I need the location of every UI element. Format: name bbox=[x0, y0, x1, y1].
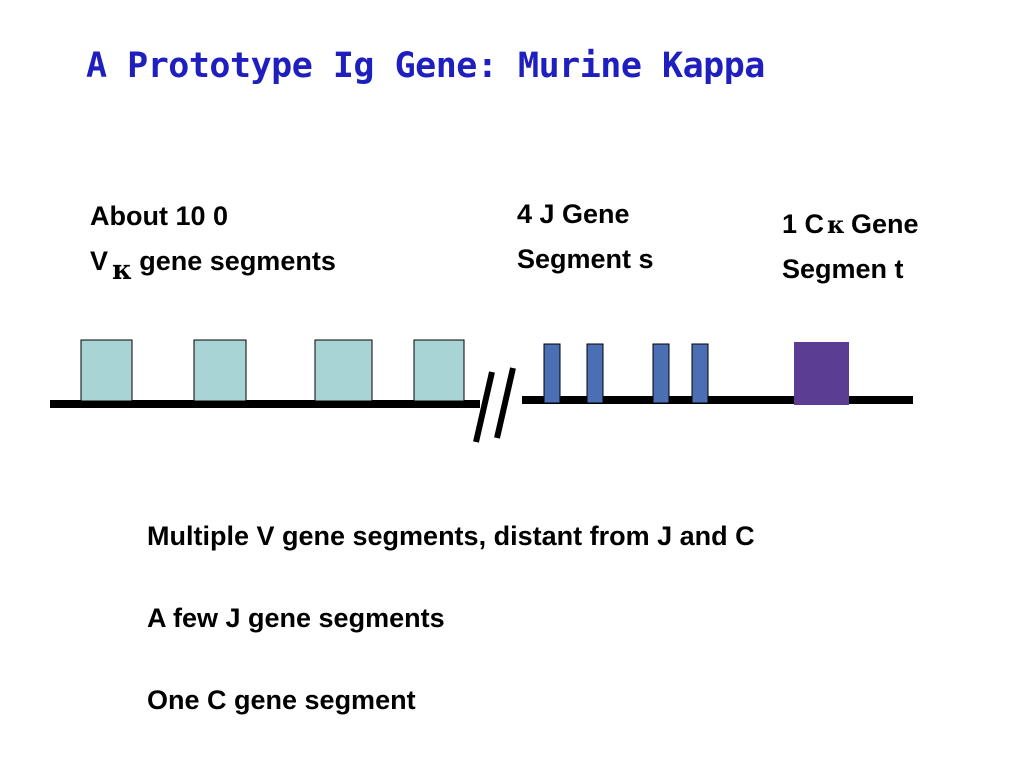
j-label-line-1: 4 J Gene bbox=[517, 199, 630, 229]
break-mark bbox=[494, 367, 516, 439]
summary-list: Multiple V gene segments, distant from J… bbox=[147, 516, 755, 762]
v-gene-segment bbox=[80, 339, 133, 402]
j-label-line-2: Segment s bbox=[517, 244, 654, 274]
c-gene-segment bbox=[794, 342, 849, 405]
break-mark bbox=[473, 371, 495, 443]
c-label-line-2: Segmen t bbox=[782, 254, 904, 284]
summary-item: Multiple V gene segments, distant from J… bbox=[147, 521, 755, 551]
v-gene-segment bbox=[193, 339, 247, 402]
v-label-line-1: About 10 0 bbox=[90, 201, 229, 231]
j-gene-segment bbox=[652, 343, 670, 404]
slide-title: A Prototype Ig Gene: Murine Kappa bbox=[86, 46, 765, 86]
j-gene-segment bbox=[691, 343, 709, 404]
j-segments-label: 4 J Gene Segment s bbox=[517, 192, 654, 282]
v-gene-segment bbox=[314, 339, 373, 402]
kappa-symbol: κ bbox=[827, 210, 846, 239]
c-label-prefix: 1 C bbox=[782, 209, 825, 239]
c-label-suffix: Gene bbox=[851, 209, 919, 239]
v-letter: V bbox=[90, 246, 109, 276]
v-label-suffix: gene segments bbox=[139, 246, 336, 276]
summary-item: A few J gene segments bbox=[147, 603, 445, 633]
kappa-symbol: κ bbox=[112, 255, 133, 286]
j-gene-segment bbox=[586, 343, 604, 404]
v-gene-segment bbox=[413, 339, 465, 402]
summary-item: One C gene segment bbox=[147, 685, 416, 715]
j-gene-segment bbox=[543, 343, 561, 404]
